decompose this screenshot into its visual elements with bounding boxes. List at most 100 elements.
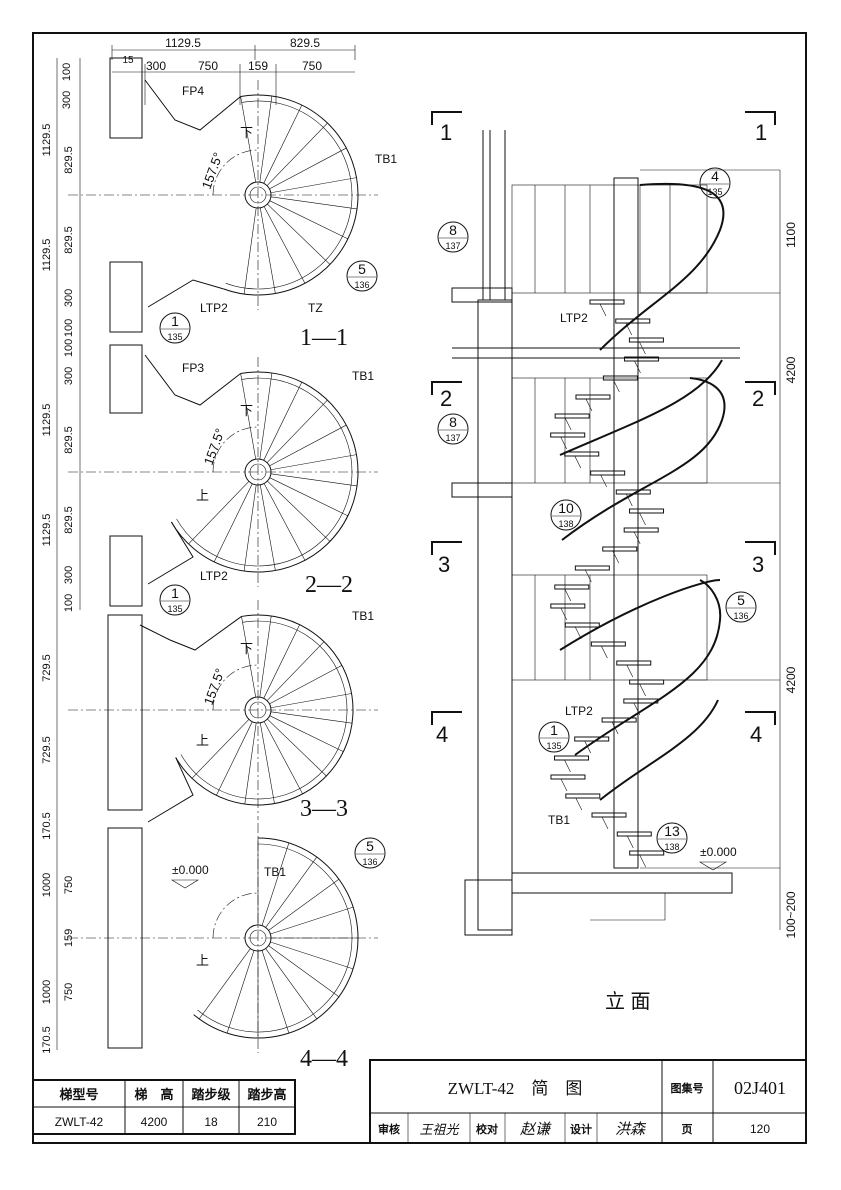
svg-text:136: 136 [362, 857, 377, 867]
atlas-number: 02J401 [734, 1078, 786, 1098]
dim-sub-4: 159 [248, 59, 268, 73]
tread-support [585, 569, 592, 583]
tread-line [270, 906, 354, 935]
spiral-inner-arc [176, 377, 353, 567]
tread-support [560, 778, 568, 792]
dim-l2-3: 829.5 [63, 426, 75, 454]
section-mark-3-right: 3 [752, 552, 764, 577]
tread-support [575, 797, 583, 811]
dim-top-1: 1129.5 [165, 36, 201, 50]
plan1-label-fp4: FP4 [182, 84, 204, 98]
svg-text:5: 5 [358, 261, 366, 277]
tread-line [269, 200, 349, 240]
spiral-outer-arc [223, 94, 359, 296]
tread-line [261, 842, 290, 926]
spiral-plan-3 [68, 600, 378, 823]
drawing-title: ZWLT-42 简 图 [448, 1079, 583, 1098]
plan2-arrow-down: 下 [240, 403, 253, 418]
tread-line [270, 941, 354, 970]
elev-label-ltp2-lower: LTP2 [565, 704, 593, 718]
walk-line-arc [212, 149, 259, 196]
checker-signature: 赵谦 [520, 1121, 552, 1138]
tread-line [263, 381, 303, 461]
design-label: 设计 [570, 1122, 592, 1136]
elevation-callouts: 4 135 8 137 8 137 10 138 5 136 1 135 [437, 167, 757, 854]
dim-l4-5: 750 [63, 983, 75, 1001]
callout-plan1-1-135: 1 135 [159, 312, 191, 344]
walk-line-arc [212, 892, 259, 939]
stair-tread [575, 394, 611, 400]
dim-l4-4: 1000 [41, 980, 53, 1004]
tread-line [270, 693, 352, 709]
svg-text:135: 135 [167, 332, 182, 342]
dim-sub-1: 15 [122, 55, 134, 66]
tread-line [243, 484, 257, 572]
tread-line [265, 856, 318, 928]
spec-header-step-height: 踏步高 [247, 1087, 286, 1102]
tread-support [585, 398, 593, 412]
elev-level-marker [698, 861, 728, 871]
plan3-angle: 157.5° [201, 666, 228, 707]
tread-line [270, 454, 357, 471]
elev-dim-1100: 1100 [784, 222, 798, 248]
tread-line [269, 715, 344, 752]
elev-callout-8-137-lower: 8 137 [437, 413, 469, 445]
stair-tread [550, 774, 586, 780]
elevation-wall [477, 299, 513, 931]
stair-tread [574, 565, 610, 571]
plan1-label-tz: TZ [308, 301, 323, 315]
svg-text:8: 8 [449, 222, 457, 238]
plan4-arrow-up: 上 [196, 953, 209, 968]
elev-callout-5-136: 5 136 [725, 591, 757, 623]
plan3-arrow-down: 下 [240, 641, 253, 656]
tread-support [634, 360, 641, 374]
elevation-title: 立 面 [605, 990, 651, 1013]
tread-support [564, 588, 572, 602]
spec-value-steps: 18 [204, 1115, 218, 1129]
landing-edge [144, 79, 241, 131]
tread-support [601, 645, 608, 659]
page-number: 120 [750, 1122, 770, 1136]
dim-l4-0: 170.5 [41, 812, 53, 840]
stair-tread [591, 812, 627, 818]
tread-support [627, 835, 634, 849]
tread-line [263, 624, 300, 699]
elev-callout-1-135: 1 135 [538, 721, 570, 753]
tread-line [269, 665, 343, 705]
section-mark-1-right: 1 [755, 120, 767, 145]
spec-value-step-height: 210 [257, 1115, 277, 1129]
stair-tread [590, 470, 626, 476]
spiral-outer-arc [193, 837, 359, 1039]
elev-callout-4-135: 4 135 [699, 167, 731, 199]
dim-l2-4: 1129.5 [41, 514, 53, 547]
plan2-arrow-up: 上 [196, 488, 209, 503]
dim-l1-3: 829.5 [63, 146, 75, 174]
tread-line [270, 711, 353, 724]
tread-line [259, 207, 276, 294]
tread-support [639, 683, 646, 697]
tread-line [263, 483, 306, 561]
plan2-section-label: 2—2 [305, 572, 353, 598]
tread-support [611, 721, 619, 735]
tread-line [213, 483, 253, 563]
slab-upper [451, 287, 513, 303]
tread-line [268, 878, 340, 931]
plan4-level: ±0.000 [172, 863, 209, 877]
tread-line [266, 641, 325, 701]
dim-l4-6: 170.5 [41, 1026, 53, 1054]
dim-l1-6: 300 [63, 289, 75, 307]
plan1-arrow-down: 下 [240, 125, 253, 140]
callout-plan2-1-135: 1 135 [159, 584, 191, 616]
tread-support [560, 436, 567, 450]
elevation: 1 1 2 2 3 3 4 4 LTP2 LTP2 TB1 ±0.000 110… [431, 111, 798, 1013]
tread-support [564, 759, 571, 773]
plan1-section-label: 1—1 [300, 325, 348, 351]
plans-layer [68, 79, 378, 1053]
stair-tread [601, 717, 637, 723]
svg-text:5: 5 [366, 838, 374, 854]
section-mark-2-left: 2 [440, 386, 452, 411]
svg-text:8: 8 [449, 414, 457, 430]
railing-panels [511, 184, 708, 681]
plan-walls [107, 57, 143, 1049]
top-dimensions: 1129.5 829.5 15 300 750 159 750 [111, 36, 356, 105]
